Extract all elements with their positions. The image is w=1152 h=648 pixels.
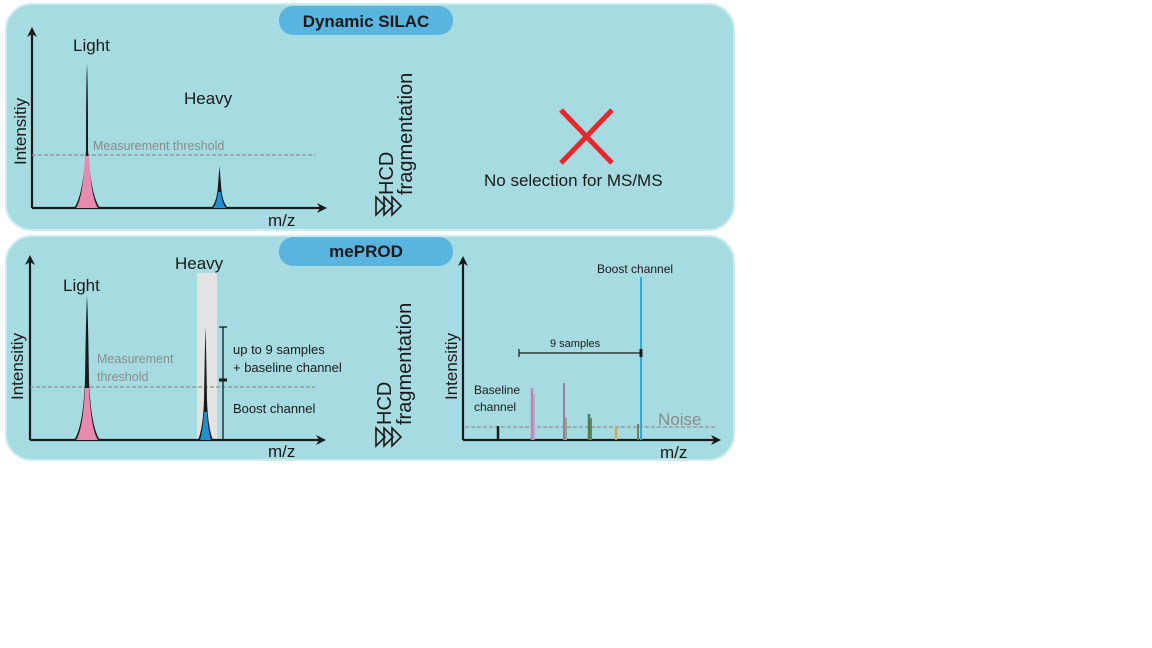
- samples-bracket: [219, 326, 227, 441]
- bottom-light-label: Light: [63, 276, 100, 295]
- bottom-title-pill: [279, 237, 453, 266]
- bottom-light-peak-outline: [74, 296, 100, 440]
- samples-note-line2: + baseline channel: [233, 360, 342, 375]
- top-light-label: Light: [73, 36, 110, 55]
- bottom-panel-background: [5, 235, 735, 461]
- top-panel-background: [5, 3, 735, 231]
- ms2-x-axis-label: m/z: [660, 443, 687, 462]
- top-light-peak: [76, 156, 98, 208]
- bottom-threshold-label-line1: Measurement: [97, 352, 174, 366]
- top-light-peak-outline: [74, 64, 100, 208]
- top-outcome-label: No selection for MS/MS: [484, 171, 663, 190]
- bottom-heavy-peak-outline: [198, 327, 213, 440]
- top-x-axis-label: m/z: [268, 211, 295, 230]
- top-heavy-peak: [213, 192, 226, 208]
- top-title: Dynamic SILAC: [303, 12, 430, 31]
- nine-samples-bracket: [518, 349, 643, 357]
- top-y-axis-label: Intensitiy: [11, 97, 30, 165]
- bottom-x-axis-label: m/z: [268, 442, 295, 461]
- heavy-highlight-band: [197, 273, 217, 440]
- top-title-pill: [279, 6, 453, 35]
- top-fragmentation-label: fragmentation: [395, 73, 417, 195]
- samples-note-line1: up to 9 samples: [233, 342, 325, 357]
- bottom-heavy-label: Heavy: [175, 254, 224, 273]
- bottom-y-axis-label: Intensitiy: [8, 332, 27, 400]
- ms2-y-axis-label: Intensitiy: [442, 332, 461, 400]
- ms2-boost-label: Boost channel: [597, 262, 673, 276]
- top-hcd-label: HCD: [376, 152, 398, 195]
- bottom-fragmentation-label: fragmentation: [394, 303, 416, 425]
- bottom-threshold-label-line2: threshold: [97, 370, 148, 384]
- nine-samples-label: 9 samples: [550, 338, 601, 350]
- bottom-heavy-peak: [200, 412, 211, 440]
- top-heavy-label: Heavy: [184, 89, 233, 108]
- top-panel: Dynamic SILAC Intensitiy m/z Measurement…: [5, 3, 735, 231]
- ms2-spectrum: Intensitiy m/z Noise 9 samples Boost cha…: [442, 256, 721, 462]
- bottom-fragmentation-arrows-icon: [375, 426, 403, 448]
- noise-label: Noise: [658, 410, 701, 429]
- top-heavy-peak-outline: [211, 166, 228, 208]
- baseline-label-line1: Baseline: [474, 383, 520, 397]
- bottom-panel: mePROD Intensitiy m/z Measurement thresh…: [5, 235, 735, 462]
- top-fragmentation-arrows-icon: [375, 195, 403, 217]
- bottom-light-peak: [76, 388, 98, 440]
- bottom-hcd-label: HCD: [374, 382, 396, 425]
- boost-note: Boost channel: [233, 401, 316, 416]
- top-threshold-label: Measurement threshold: [93, 139, 224, 153]
- baseline-label-line2: channel: [474, 400, 516, 414]
- red-x-icon: [559, 108, 614, 165]
- bottom-title: mePROD: [329, 242, 403, 261]
